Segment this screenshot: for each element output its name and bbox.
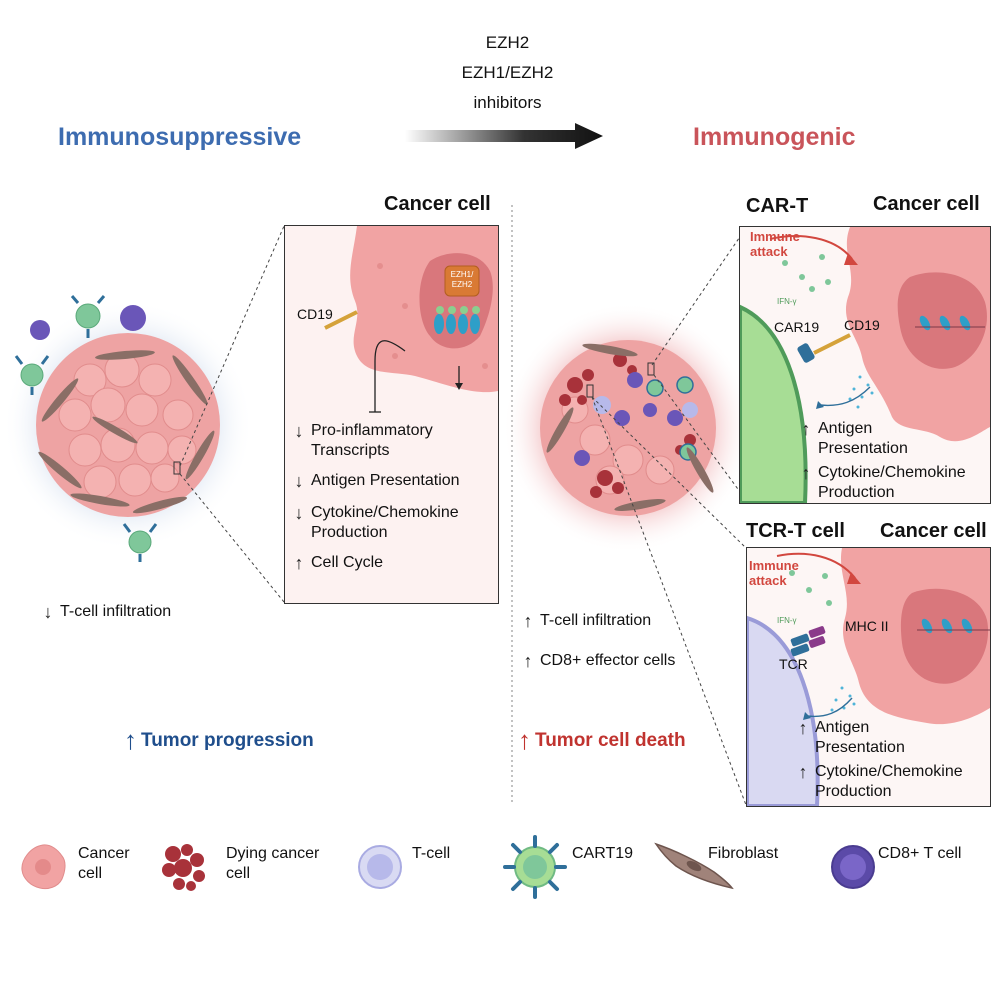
down-arrow-icon: ↓ — [294, 503, 304, 523]
up-arrow-icon: ↑ — [523, 651, 533, 671]
effect-cell-cycle: ↑ Cell Cycle — [291, 553, 496, 583]
effect-label: Cytokine/Chemokine Production — [815, 763, 963, 800]
car-effect-cytokine: ↑ Cytokine/Chemokine Production — [798, 463, 966, 503]
tcr-panel-art — [747, 548, 990, 806]
effect-t-cell-infiltration: ↑ T-cell infiltration — [520, 611, 675, 651]
right-outcome: ↑ Tumor cell death — [518, 725, 686, 756]
cart19-cell — [75, 303, 101, 329]
car19-label: CAR19 — [774, 319, 820, 335]
tcr-effect-cytokine: ↑ Cytokine/Chemokine Production — [795, 762, 963, 804]
down-arrow-icon: ↓ — [294, 471, 304, 491]
car-immune-attack-label: Immune attack — [750, 229, 800, 259]
effect-cytokine: ↓ Cytokine/Chemokine Production — [291, 503, 496, 549]
effect-label: Antigen Presentation — [311, 472, 460, 489]
effect-label: Cell Cycle — [311, 554, 384, 571]
up-arrow-icon: ↑ — [523, 611, 533, 631]
down-arrow-icon: ↓ — [43, 602, 53, 622]
car-cd19-label: CD19 — [844, 317, 880, 333]
tcr-label: TCR — [779, 656, 808, 672]
t-cell-icon — [358, 845, 402, 889]
up-arrow-icon: ↑ — [124, 725, 137, 755]
tcr-immune-attack-label: Immune attack — [749, 558, 799, 588]
cancer-cell-icon — [21, 844, 66, 890]
cart19-icon — [503, 835, 567, 899]
legend-label-t-cell: T-cell — [412, 845, 451, 862]
ezh-enzyme-label: EZH1/ EZH2 — [450, 270, 474, 289]
legend-label-cd8-t-cell: CD8+ T cell — [878, 845, 962, 862]
treatment-line-3: inhibitors — [473, 93, 542, 112]
right-tumor-effects: ↑ T-cell infiltration ↑ CD8+ effector ce… — [520, 611, 676, 681]
left-cancer-cell — [324, 226, 498, 413]
treatment-line-2: EZH1/EZH2 — [461, 63, 554, 82]
left-zoom-panel: EZH1/ EZH2 CD19 ↓ Pro-inflammatory Trans… — [284, 225, 499, 604]
tcr-cancer-cell-title: Cancer cell — [880, 520, 987, 542]
effect-label: Cytokine/Chemokine Production — [311, 504, 459, 541]
car-effects-list: ↑ Antigen Presentation ↑ Cytokine/Chemok… — [798, 419, 966, 503]
tcr-t-panel: Immune attack IFN-γ MHC II TCR ↑ Antigen… — [746, 547, 991, 807]
effect-label: Cytokine/Chemokine Production — [818, 464, 966, 501]
tcr-effect-antigen: ↑ Antigen Presentation — [795, 718, 963, 760]
car-effect-antigen: ↑ Antigen Presentation — [798, 419, 966, 461]
left-outcome: ↑ Tumor progression — [124, 725, 314, 756]
immunosuppressive-heading: Immunosuppressive — [58, 123, 302, 151]
car-t-title: CAR-T — [746, 195, 809, 217]
effect-label: Antigen Presentation — [818, 420, 908, 457]
t-cell-infiltration-label: T-cell infiltration — [60, 603, 172, 620]
treatment-label: EZH2 EZH1/EZH2 inhibitors — [400, 28, 615, 118]
down-arrow-icon: ↓ — [294, 421, 304, 441]
treatment-line-1: EZH2 — [485, 33, 530, 52]
legend: Cancer cell Dying cancer cell T-cell CAR… — [0, 830, 996, 900]
legend-label-cancer-cell: Cancer cell — [78, 845, 130, 882]
car-t-panel: Immune attack IFN-γ CAR19 CD19 ↑ Antigen… — [739, 226, 991, 504]
car-panel-art — [740, 227, 990, 503]
tcr-ifn-label: IFN-γ — [777, 616, 797, 625]
cd19-label: CD19 — [297, 306, 333, 322]
effect-pro-inflammatory: ↓ Pro-inflammatory Transcripts — [291, 421, 496, 463]
left-panel-title: Cancer cell — [384, 193, 491, 215]
immunogenic-heading: Immunogenic — [693, 123, 856, 151]
left-tumor-effect: ↓ T-cell infiltration — [40, 602, 172, 623]
tcr-t-title: TCR-T cell — [746, 520, 845, 542]
fibroblast-icon — [654, 842, 734, 890]
tumor-cell-death-label: Tumor cell death — [535, 729, 686, 751]
effect-label: Pro-inflammatory Transcripts — [311, 422, 433, 459]
effect-label: Antigen Presentation — [815, 719, 905, 756]
car-ifn-label: IFN-γ — [777, 297, 797, 306]
legend-label-dying-cancer-cell: Dying cancer cell — [226, 845, 320, 882]
dying-cancer-cell-icon — [162, 844, 205, 891]
up-arrow-icon: ↑ — [798, 762, 808, 782]
up-arrow-icon: ↑ — [801, 463, 811, 483]
tcr-effects-list: ↑ Antigen Presentation ↑ Cytokine/Chemok… — [795, 718, 963, 804]
legend-label-cart19: CART19 — [572, 845, 634, 862]
effect-label: CD8+ effector cells — [540, 652, 676, 669]
up-arrow-icon: ↑ — [801, 419, 811, 439]
mhc-label: MHC II — [845, 618, 889, 634]
up-arrow-icon: ↑ — [798, 718, 808, 738]
tumor-progression-label: Tumor progression — [141, 729, 314, 751]
up-arrow-icon: ↑ — [518, 725, 531, 755]
left-effects-list: ↓ Pro-inflammatory Transcripts ↓ Antigen… — [291, 421, 496, 583]
up-arrow-icon: ↑ — [294, 553, 304, 573]
effect-label: T-cell infiltration — [540, 612, 652, 629]
legend-label-fibroblast: Fibroblast — [708, 845, 779, 862]
cd8-t-cell-icon — [831, 845, 875, 889]
effect-cd8-effector: ↑ CD8+ effector cells — [520, 651, 676, 681]
effect-antigen-presentation: ↓ Antigen Presentation — [291, 471, 496, 503]
car-cancer-cell-title: Cancer cell — [873, 193, 980, 215]
